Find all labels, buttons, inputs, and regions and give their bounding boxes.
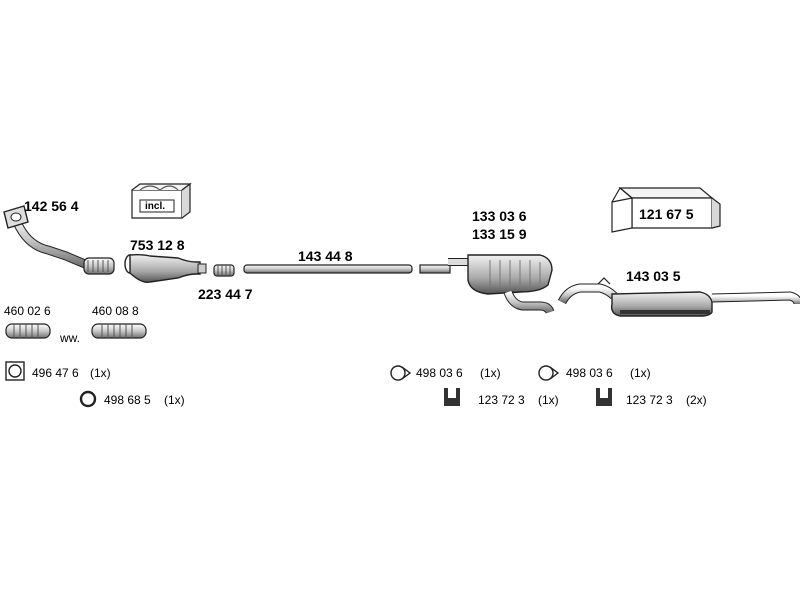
rear-silencer-part [557, 277, 800, 317]
clip-a-number: 498 03 6 [416, 366, 463, 380]
square-gasket-icon [5, 361, 25, 381]
hanger-a-qty: (1x) [538, 393, 559, 407]
hanger-a-number: 123 72 3 [478, 393, 525, 407]
flex-pipe-1 [5, 323, 51, 339]
incl-box [131, 182, 192, 219]
square-gasket-qty: (1x) [90, 366, 111, 380]
ring-number: 498 68 5 [104, 393, 151, 407]
flex-pipe-2-number: 460 08 8 [92, 304, 139, 318]
middle-pipe-part [243, 264, 413, 274]
flex-separator: ww. [60, 331, 81, 345]
rear-silencer-number: 143 03 5 [626, 268, 681, 284]
ring-icon [79, 390, 97, 408]
hanger-b-number: 123 72 3 [626, 393, 673, 407]
hanger-icon-a [444, 388, 460, 406]
catalyst-number: 753 12 8 [130, 237, 185, 253]
flex-pipe-1-number: 460 02 6 [4, 304, 51, 318]
square-gasket-number: 496 47 6 [32, 366, 79, 380]
small-clamp-part [213, 264, 235, 277]
clip-b-number: 498 03 6 [566, 366, 613, 380]
mounting-kit-number: 121 67 5 [639, 206, 694, 222]
clip-icon-a [390, 365, 412, 381]
mounting-kit-box [611, 187, 721, 233]
clip-icon-b [538, 365, 560, 381]
catalyst-part [124, 253, 207, 283]
middle-silencer-number-1: 133 03 6 [472, 208, 527, 224]
middle-silencer-part [419, 254, 555, 314]
flex-pipe-2 [91, 323, 147, 339]
middle-pipe-number: 143 44 8 [298, 248, 353, 264]
ring-qty: (1x) [164, 393, 185, 407]
clip-a-qty: (1x) [480, 366, 501, 380]
middle-silencer-number-2: 133 15 9 [472, 226, 527, 242]
clamp-number: 223 44 7 [198, 286, 253, 302]
hanger-icon-b [596, 388, 612, 406]
front-pipe-number: 142 56 4 [24, 198, 79, 214]
front-pipe-part [3, 205, 115, 275]
incl-label: incl. [145, 201, 166, 212]
clip-b-qty: (1x) [630, 366, 651, 380]
hanger-b-qty: (2x) [686, 393, 707, 407]
